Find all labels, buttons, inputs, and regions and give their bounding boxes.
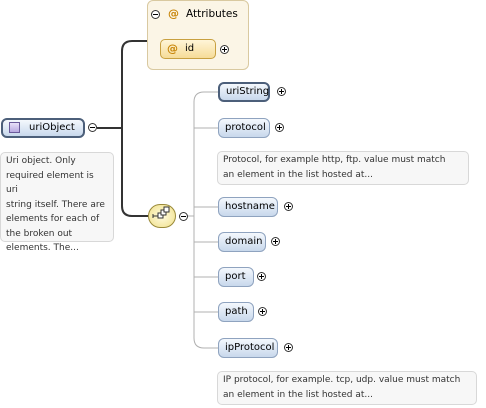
element-protocol-expand-toggle[interactable]: [275, 123, 284, 132]
attributes-title: Attributes: [186, 8, 238, 20]
element-ipProtocol-expand-toggle[interactable]: [284, 343, 293, 352]
root-documentation-note: Uri object. Only required element is uri…: [0, 152, 114, 253]
protocol-documentation-note: Protocol, for example http, ftp. value m…: [217, 151, 469, 185]
ipProtocol-documentation-note: IP protocol, for example. tcp, udp. valu…: [217, 371, 477, 405]
element-uriString[interactable]: uriString: [218, 82, 270, 102]
element-domain-label: domain: [225, 236, 263, 247]
element-uriString-expand-toggle[interactable]: [277, 87, 286, 96]
root-collapse-toggle[interactable]: [88, 123, 97, 132]
attributes-at-icon: @: [168, 7, 179, 20]
element-path[interactable]: path: [218, 302, 254, 322]
element-type-icon: [9, 122, 20, 133]
element-hostname-label: hostname: [225, 201, 275, 212]
attributes-collapse-toggle[interactable]: [151, 10, 160, 19]
root-element-uriObject[interactable]: uriObject: [1, 118, 85, 138]
element-uriString-label: uriString: [226, 86, 270, 97]
attribute-id-label: id: [185, 43, 195, 54]
element-path-expand-toggle[interactable]: [258, 307, 267, 316]
attribute-id[interactable]: @ id: [160, 39, 216, 59]
element-hostname[interactable]: hostname: [218, 197, 278, 217]
element-hostname-expand-toggle[interactable]: [284, 202, 293, 211]
element-port[interactable]: port: [218, 267, 254, 287]
element-port-label: port: [225, 271, 246, 282]
sequence-collapse-toggle[interactable]: [179, 212, 188, 221]
element-domain[interactable]: domain: [218, 232, 266, 252]
element-ipProtocol-label: ipProtocol: [225, 342, 275, 353]
attribute-id-expand-toggle[interactable]: [220, 45, 229, 54]
element-ipProtocol[interactable]: ipProtocol: [218, 338, 278, 358]
element-port-expand-toggle[interactable]: [257, 272, 266, 281]
element-path-label: path: [225, 306, 248, 317]
sequence-compositor-icon[interactable]: [148, 204, 176, 228]
root-element-label: uriObject: [29, 122, 75, 133]
attribute-at-icon: @: [167, 42, 178, 55]
element-domain-expand-toggle[interactable]: [271, 237, 280, 246]
element-protocol-label: protocol: [225, 122, 266, 133]
attributes-group: @ Attributes @ id: [147, 0, 249, 70]
element-protocol[interactable]: protocol: [218, 118, 270, 138]
